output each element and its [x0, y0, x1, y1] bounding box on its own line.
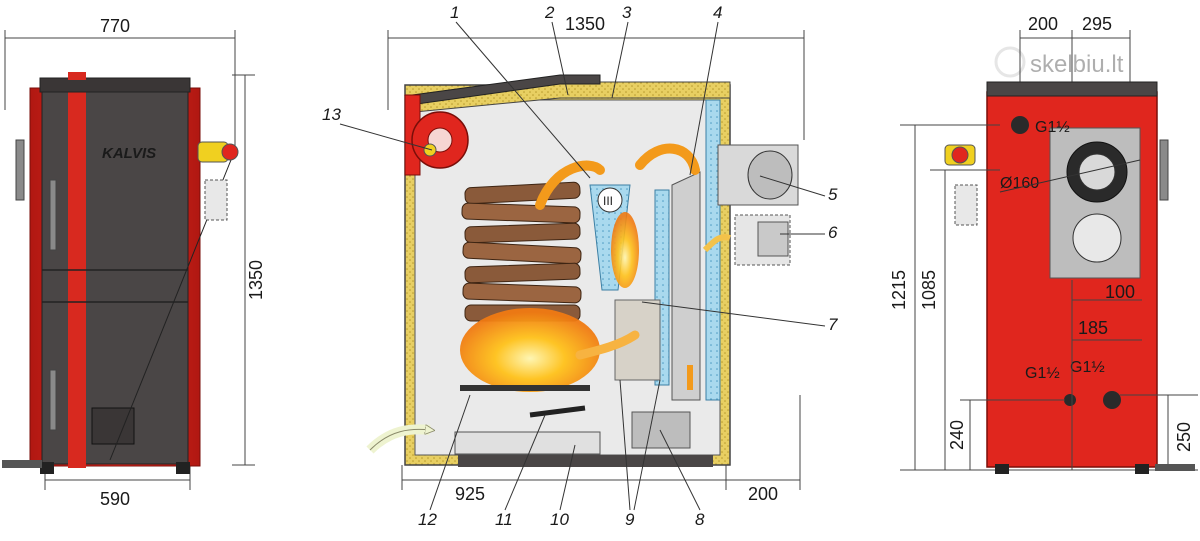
flame-arrow-3	[575, 330, 640, 360]
fire-column	[611, 212, 639, 288]
front-lid-cap	[68, 72, 86, 80]
back-dim-250: 250	[1174, 422, 1194, 452]
section-ash-pan	[454, 431, 601, 455]
back-foot-left	[995, 464, 1009, 474]
front-handle-lower	[49, 369, 57, 431]
svg-text:III: III	[603, 194, 613, 208]
wood-stack	[461, 181, 582, 322]
callout-8: 8	[695, 510, 705, 529]
section-ash-box	[631, 411, 691, 449]
callout-9: 9	[625, 510, 635, 529]
section-tube-2	[671, 171, 701, 401]
section-burner-port	[597, 187, 623, 213]
back-dim-100: 100	[1105, 282, 1135, 302]
section-width-bottom-left: 925	[455, 484, 485, 504]
front-width-bottom: 590	[100, 489, 130, 509]
front-lid	[39, 77, 191, 93]
back-dim-1215: 1215	[889, 270, 909, 310]
front-height: 1350	[246, 260, 266, 300]
section-poker	[529, 405, 586, 418]
callout-7: 7	[828, 315, 838, 334]
callout-2: 2	[544, 3, 555, 22]
back-flue-dia: Ø160	[1000, 175, 1039, 192]
section-width-bottom-right: 200	[748, 484, 778, 504]
front-stripe	[68, 88, 86, 468]
back-port-right-label: G1½	[1070, 359, 1105, 376]
front-foot-left	[40, 462, 54, 474]
back-base-plate	[1155, 464, 1195, 471]
section-flue-pipe	[747, 150, 793, 200]
section-grate	[460, 385, 590, 391]
back-view: 200 295 G1½ G1½ G1½ Ø160 100 185 1215 10…	[889, 14, 1198, 474]
back-port-left	[1064, 394, 1076, 406]
back-flue-inner	[1078, 153, 1116, 191]
flame-arrow-5	[702, 234, 731, 253]
section-fan	[404, 94, 469, 176]
front-body-panel	[41, 91, 189, 465]
callout-12: 12	[418, 510, 437, 529]
back-dim-185: 185	[1078, 318, 1108, 338]
section-control	[757, 221, 789, 257]
back-dim-240: 240	[947, 420, 967, 450]
fire-zone	[460, 308, 600, 392]
front-foot-right	[176, 462, 190, 474]
callout-3: 3	[622, 3, 632, 22]
section-view: 1350 925 200 III	[322, 3, 838, 529]
flame-arrow-2	[635, 143, 700, 175]
callout-1: 1	[450, 3, 459, 22]
back-port-right	[1103, 391, 1121, 409]
front-fan-cap	[221, 143, 239, 161]
front-handle-upper	[49, 179, 57, 251]
back-cleanout	[1072, 213, 1122, 263]
callout-10: 10	[550, 510, 569, 529]
back-port-left-label: G1½	[1025, 365, 1060, 382]
flame-arrow-1	[535, 160, 605, 210]
back-control-box	[954, 184, 978, 226]
front-base-plate	[2, 460, 42, 468]
callout-6: 6	[828, 223, 838, 242]
back-port-top-label: G1½	[1035, 119, 1070, 136]
front-side-handle	[15, 139, 25, 201]
callout-13: 13	[322, 105, 341, 124]
back-top	[986, 81, 1158, 97]
back-dim-295: 295	[1082, 14, 1112, 34]
back-dim-200: 200	[1028, 14, 1058, 34]
callout-11: 11	[495, 510, 513, 529]
front-width-top: 770	[100, 16, 130, 36]
section-width-top: 1350	[565, 14, 605, 34]
watermark: skelbiu.lt	[994, 46, 1124, 78]
back-dim-1085: 1085	[919, 270, 939, 310]
watermark-text: skelbiu.lt	[1030, 51, 1124, 78]
back-foot-right	[1135, 464, 1149, 474]
front-view: 770 1350 590 KALVIS	[2, 16, 266, 509]
back-port-top	[1011, 116, 1029, 134]
callout-5: 5	[828, 185, 838, 204]
front-control-box	[204, 179, 228, 221]
back-fan-cap	[951, 146, 969, 164]
back-side-handle	[1159, 139, 1169, 201]
front-ash-door	[91, 407, 135, 445]
brand-logo: KALVIS	[102, 145, 156, 162]
section-base	[458, 455, 713, 467]
callout-4: 4	[713, 3, 722, 22]
callouts: 1 2 3 4 5 6 7 8 9 10 11 12 13	[322, 3, 838, 529]
